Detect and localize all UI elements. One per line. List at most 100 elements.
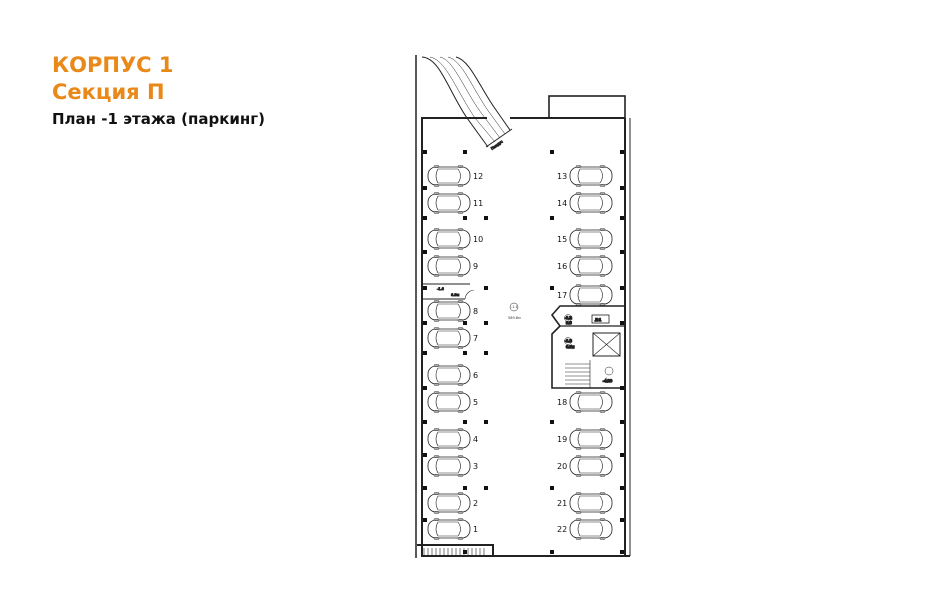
- car-space-14: [569, 192, 613, 214]
- column-41: [463, 550, 467, 554]
- ramp-note: Пандус: [490, 140, 503, 151]
- space-number-16: 16: [557, 262, 567, 271]
- car-space-3: [427, 455, 471, 477]
- car-space-6: [427, 364, 471, 386]
- car-space-7: [427, 327, 471, 349]
- columns: [423, 150, 624, 554]
- column-25: [423, 386, 427, 390]
- car-space-13: [569, 165, 613, 187]
- space-number-5: 5: [473, 398, 478, 407]
- column-30: [550, 420, 554, 424]
- outer-walls: [415, 55, 631, 558]
- room-1-3-area: 6.9м: [566, 345, 575, 349]
- column-29: [484, 420, 488, 424]
- column-43: [620, 550, 624, 554]
- parking-hall-label: -1.1 589.8м: [508, 302, 521, 320]
- car-space-20: [569, 455, 613, 477]
- column-21: [620, 321, 624, 325]
- space-number-3: 3: [473, 462, 478, 471]
- column-26: [620, 386, 624, 390]
- column-20: [484, 321, 488, 325]
- column-8: [463, 216, 467, 220]
- column-7: [423, 216, 427, 220]
- column-38: [620, 486, 624, 490]
- space-number-8: 8: [473, 307, 478, 316]
- car-space-12: [427, 165, 471, 187]
- room-1-2-id: -1.2: [565, 316, 572, 320]
- ventilation-box: [548, 95, 626, 119]
- car-space-9: [427, 255, 471, 277]
- space-number-19: 19: [557, 435, 567, 444]
- column-40: [620, 518, 624, 522]
- column-11: [620, 216, 624, 220]
- column-18: [423, 321, 427, 325]
- column-16: [550, 286, 554, 290]
- column-34: [423, 486, 427, 490]
- car-space-4: [427, 428, 471, 450]
- space-number-6: 6: [473, 371, 478, 380]
- storage-room-left: -1.6 6.9м: [422, 283, 475, 300]
- column-39: [423, 518, 427, 522]
- plan-title: План -1 этажа (паркинг): [52, 110, 265, 128]
- space-number-14: 14: [557, 199, 567, 208]
- space-number-4: 4: [473, 435, 478, 444]
- car-space-22: [569, 518, 613, 540]
- room-1-2-area: 9.6: [566, 321, 572, 325]
- space-number-13: 13: [557, 172, 567, 181]
- car-space-5: [427, 391, 471, 413]
- column-9: [484, 216, 488, 220]
- car-space-11: [427, 192, 471, 214]
- shaft-tag: Л-1: [595, 318, 601, 322]
- column-24: [484, 351, 488, 355]
- column-36: [484, 486, 488, 490]
- car-space-8: [427, 300, 471, 322]
- section-title: Секция П: [52, 80, 165, 104]
- space-number-10: 10: [473, 235, 483, 244]
- column-35: [463, 486, 467, 490]
- column-32: [423, 453, 427, 457]
- column-13: [620, 250, 624, 254]
- column-14: [423, 286, 427, 290]
- space-number-15: 15: [557, 235, 567, 244]
- column-42: [550, 550, 554, 554]
- column-33: [620, 453, 624, 457]
- space-number-2: 2: [473, 499, 478, 508]
- space-number-21: 21: [557, 499, 567, 508]
- space-number-11: 11: [473, 199, 483, 208]
- car-space-1: [427, 518, 471, 540]
- column-23: [463, 351, 467, 355]
- column-3: [550, 150, 554, 154]
- car-space-21: [569, 492, 613, 514]
- storage-left-label: -1.6: [437, 287, 444, 291]
- column-1: [423, 150, 427, 154]
- space-number-9: 9: [473, 262, 478, 271]
- parking-hall-area: 589.8м: [508, 316, 521, 320]
- storage-left-area: 6.9м: [451, 293, 460, 297]
- car-space-18: [569, 391, 613, 413]
- car-space-17: [569, 284, 613, 306]
- entry-ramp: Пандус: [421, 56, 513, 151]
- column-31: [620, 420, 624, 424]
- column-15: [484, 286, 488, 290]
- space-number-20: 20: [557, 462, 567, 471]
- car-space-19: [569, 428, 613, 450]
- parking-hall-id: -1.1: [511, 305, 518, 309]
- column-12: [423, 250, 427, 254]
- car-space-2: [427, 492, 471, 514]
- service-core: Л-1 -1.2 9.6 -1.3 6.9м -4.20: [550, 305, 625, 389]
- column-27: [423, 420, 427, 424]
- column-28: [463, 420, 467, 424]
- column-5: [423, 186, 427, 190]
- column-19: [463, 321, 467, 325]
- space-number-18: 18: [557, 398, 567, 407]
- column-37: [550, 486, 554, 490]
- building-title: КОРПУС 1: [52, 53, 174, 77]
- space-number-1: 1: [473, 525, 478, 534]
- car-space-15: [569, 228, 613, 250]
- title-block: КОРПУС 1 Секция П План -1 этажа (паркинг…: [52, 52, 265, 130]
- column-17: [620, 286, 624, 290]
- room-1-3-id: -1.3: [565, 339, 572, 343]
